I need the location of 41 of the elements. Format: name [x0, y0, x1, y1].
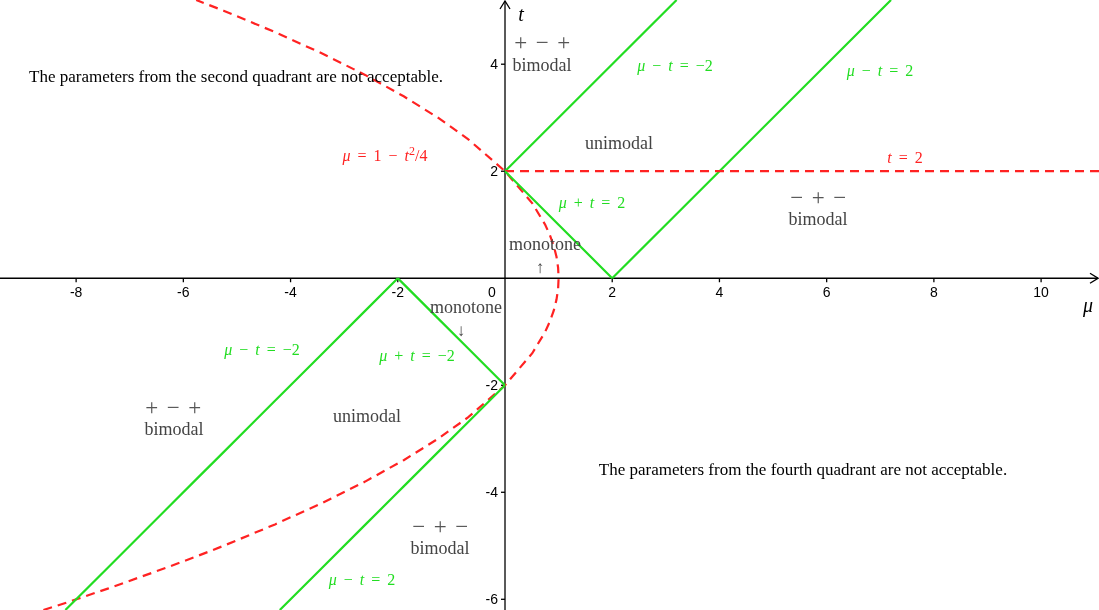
equation-label: μ + t = −2 [379, 348, 455, 364]
sign-pattern-label: + − + [514, 30, 572, 54]
region-label: bimodal [144, 420, 204, 438]
tick-label: 8 [930, 285, 938, 300]
arrow-symbol: ↓ [456, 321, 466, 339]
axis-title: t [518, 4, 524, 24]
tick-label: -6 [177, 285, 190, 300]
equation-label: t = 2 [887, 150, 923, 166]
sign-pattern-label: + − + [145, 395, 203, 419]
origin-label: 0 [488, 285, 496, 299]
region-label: bimodal [512, 56, 572, 74]
region-label: unimodal [585, 134, 653, 152]
region-label: unimodal [333, 407, 401, 425]
equation-label: μ + t = 2 [558, 195, 626, 211]
tick-label: -2 [485, 378, 498, 393]
sign-pattern-label: − + − [412, 514, 470, 538]
region-label: bimodal [788, 210, 848, 228]
region-label: monotone [509, 235, 581, 253]
arrow-symbol: ↑ [535, 258, 545, 276]
tick-label: 6 [822, 285, 831, 300]
sign-pattern-label: − + − [790, 185, 848, 209]
tick-label: -4 [284, 285, 297, 300]
tick-label: 2 [490, 164, 498, 179]
tick-label: 4 [715, 285, 724, 300]
region-label: bimodal [410, 539, 470, 557]
equation-label: μ = 1 − t$^{2}$/4 [342, 148, 428, 164]
tick-label: -2 [391, 285, 404, 300]
tick-label: -8 [69, 285, 83, 300]
equation-label: μ − t = −2 [224, 342, 300, 358]
tick-label: 4 [490, 57, 498, 72]
tick-label: -4 [485, 485, 498, 500]
tick-label: -6 [485, 592, 498, 607]
equation-label: μ − t = 2 [846, 63, 914, 79]
tick-label: 10 [1033, 285, 1049, 300]
note-text: The parameters from the second quadrant are not acceptable. [29, 67, 443, 85]
equation-label: μ − t = 2 [328, 572, 396, 588]
equation-label: μ − t = −2 [637, 58, 713, 74]
region-label: monotone [430, 298, 502, 316]
tick-label: 2 [608, 285, 617, 300]
axis-title: μ [1083, 295, 1093, 316]
note-text: The parameters from the fourth quadrant are not acceptable. [598, 460, 1008, 478]
